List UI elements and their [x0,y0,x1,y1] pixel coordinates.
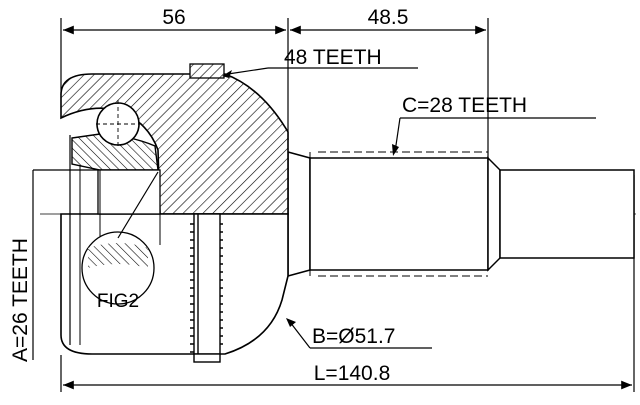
inner-spline-bore [97,169,161,215]
stub-shaft [287,151,635,277]
dim-56: 56 [162,6,185,29]
label-b-diameter: B=Ø51.7 [312,325,395,348]
dim-overall-length: L=140.8 [314,362,391,385]
abs-teeth-marker [189,63,225,79]
label-48-teeth: 48 TEETH [284,46,382,69]
dim-48-5: 48.5 [368,6,409,29]
label-fig2: FIG2 [97,291,139,312]
abs-tone-ring [190,213,223,363]
leader-lines [227,67,596,349]
spline-lines [309,151,488,277]
label-c-28-teeth: C=28 TEETH [402,94,527,117]
label-a-26-teeth: A=26 TEETH [9,238,32,362]
